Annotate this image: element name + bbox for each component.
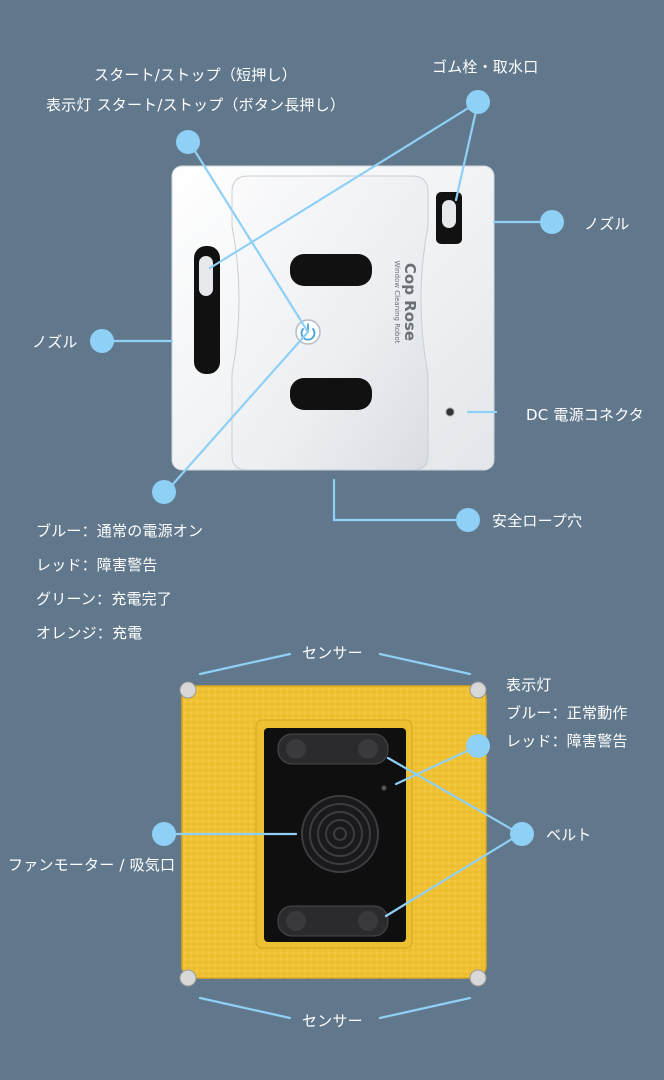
callout-dot-nozzle-right xyxy=(540,210,564,234)
sensor-top-right xyxy=(469,681,487,699)
callout-dot-plug xyxy=(466,90,490,114)
bottom-vent-slot xyxy=(290,378,372,410)
fan-grille xyxy=(301,795,379,873)
label-belt: ベルト xyxy=(546,826,592,844)
label-sensor-top: センサー xyxy=(302,644,363,662)
indicator-state-blue: ブルー：通常の電源オン xyxy=(36,522,204,540)
label-nozzle-left: ノズル xyxy=(32,333,78,351)
label-nozzle-right: ノズル xyxy=(584,215,630,233)
callout-dot-belt xyxy=(510,822,534,846)
callout-dot-rope xyxy=(456,508,480,532)
label-indicator-red: レッド：障害警告 xyxy=(506,732,628,750)
brand-logo: Cop Rose Window Cleaning Robot xyxy=(378,242,419,362)
label-dc-connector: DC 電源コネクタ xyxy=(526,406,644,424)
indicator-state-orange: オレンジ：充電 xyxy=(36,624,143,642)
label-indicator-long-press: 表示灯 スタート/ストップ（ボタン長押し） xyxy=(46,96,346,114)
label-fan-motor: ファンモーター / 吸気口 xyxy=(8,856,176,874)
label-rubber-plug: ゴム栓・取水口 xyxy=(432,58,539,76)
top-belt xyxy=(277,733,389,765)
callout-lines-bottom xyxy=(164,652,522,1020)
robot-underside-view xyxy=(179,681,487,987)
sensor-top-left xyxy=(179,681,197,699)
callout-dot-nozzle-left xyxy=(90,329,114,353)
callout-dot-fan xyxy=(152,822,176,846)
sensor-bottom-right xyxy=(469,969,487,987)
brand-logo-text: Cop Rose xyxy=(401,262,419,342)
label-indicator-blue: ブルー：正常動作 xyxy=(506,704,628,722)
indicator-state-green: グリーン：充電完了 xyxy=(36,590,173,608)
callout-dot-button xyxy=(176,130,200,154)
callout-dot-indicator xyxy=(152,480,176,504)
label-safety-rope: 安全ロープ穴 xyxy=(492,512,583,530)
dc-connector-port xyxy=(445,407,455,417)
bottom-belt xyxy=(277,905,389,937)
robot-top-cover xyxy=(231,175,429,471)
callout-dots-bottom xyxy=(152,734,534,846)
callout-dot-indicator-underside xyxy=(466,734,490,758)
top-vent-slot xyxy=(290,254,372,286)
underside-indicator-led xyxy=(381,785,387,791)
brand-subtitle: Window Cleaning Robot xyxy=(393,260,401,344)
indicator-state-red: レッド：障害警告 xyxy=(36,556,158,574)
label-indicator-title: 表示灯 xyxy=(506,676,552,694)
sensor-bottom-left xyxy=(179,969,197,987)
label-sensor-bottom: センサー xyxy=(302,1012,363,1030)
robot-front-view xyxy=(171,165,495,471)
label-start-stop-short: スタート/ストップ（短押し） xyxy=(94,66,297,84)
callout-dots-top xyxy=(90,90,564,532)
